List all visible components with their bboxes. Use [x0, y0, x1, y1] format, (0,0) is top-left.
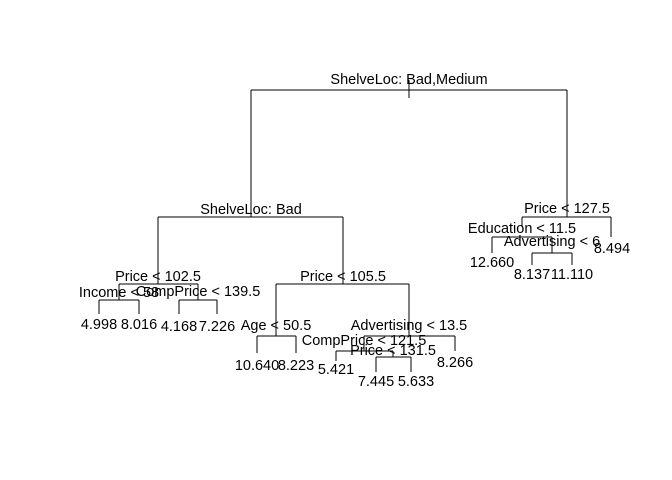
split-label-price-127: Price < 127.5	[524, 201, 610, 217]
leaf-value: 11.110	[551, 267, 593, 283]
leaf-value: 8.137	[514, 267, 550, 283]
split-label-education: Education < 11.5	[468, 221, 576, 237]
split-label-compprice-139: CompPrice < 139.5	[136, 284, 261, 300]
split-label-root: ShelveLoc: Bad,Medium	[330, 72, 487, 88]
split-label-income: Income < 58	[79, 285, 159, 301]
split-label-advertising-6: Advertising < 6	[504, 234, 600, 250]
split-label-age: Age < 50.5	[241, 318, 312, 334]
leaf-value: 8.266	[437, 355, 473, 371]
split-labels: ShelveLoc: Bad,Medium ShelveLoc: Bad Pri…	[79, 72, 610, 359]
tree-edges	[98, 80, 612, 372]
leaf-value: 10.640	[235, 358, 279, 374]
split-label-price-131: Price < 131.5	[350, 343, 436, 359]
split-label-compprice-121: CompPrice < 121.5	[302, 333, 427, 349]
split-label-advertising-13: Advertising < 13.5	[351, 318, 467, 334]
split-label-shelveloc-bad: ShelveLoc: Bad	[200, 202, 302, 218]
leaf-value: 8.016	[121, 317, 157, 333]
split-label-price-102: Price < 102.5	[115, 269, 201, 285]
leaf-value: 5.633	[398, 374, 434, 390]
leaf-value: 8.223	[278, 358, 314, 374]
leaf-value: 5.421	[318, 362, 354, 378]
leaf-value: 4.168	[161, 319, 197, 335]
split-label-price-105: Price < 105.5	[300, 269, 386, 285]
leaf-value: 8.494	[594, 241, 630, 257]
leaf-value: 12.660	[470, 255, 514, 271]
leaf-values: 4.998 8.016 4.168 7.226 10.640 8.223 5.4…	[81, 241, 630, 390]
leaf-value: 4.998	[81, 317, 117, 333]
leaf-value: 7.445	[358, 374, 394, 390]
leaf-value: 7.226	[199, 319, 235, 335]
